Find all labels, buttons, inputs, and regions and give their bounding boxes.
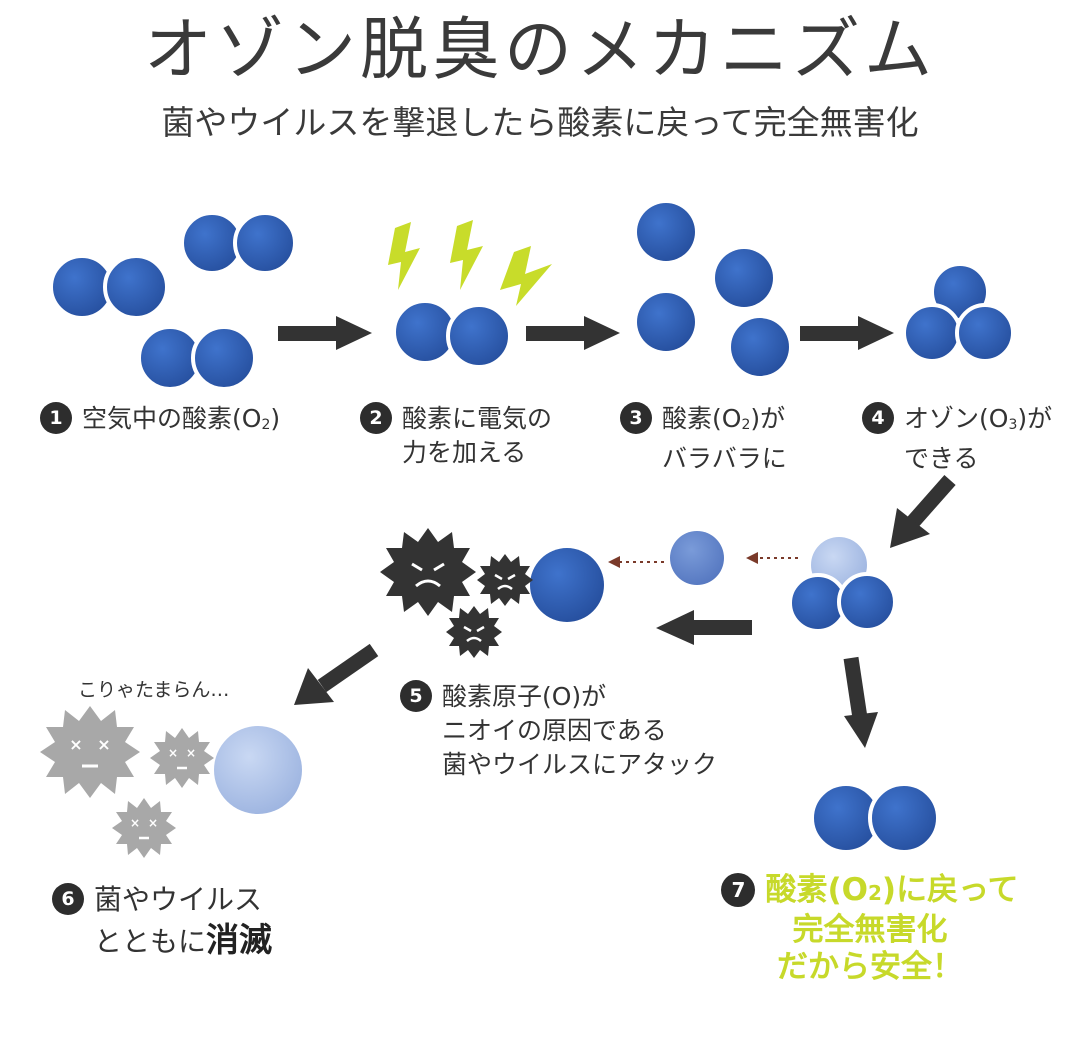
arrow-right-icon [526,316,620,350]
step-number-badge: 5 [400,680,432,712]
dead-germ-icon: × × [112,798,176,858]
arrow-right-icon [278,316,372,350]
o2-molecule [49,254,169,320]
oxygen-atom [530,548,604,622]
ozone-releasing-atom [788,537,897,633]
lightning-icon [388,220,552,306]
step3-oxygen-atoms [637,203,789,376]
svg-text:×: × [130,816,140,830]
svg-text:×: × [186,746,196,760]
arrow-right-icon [800,316,894,350]
dotted-arrow-icon [746,552,798,564]
o2-molecule [392,299,512,369]
oxygen-atom-faded [214,726,302,814]
arrow-left-icon [656,610,752,645]
step-number-badge: 6 [52,883,84,915]
ozone-molecule [902,262,1015,363]
svg-text:×: × [97,735,110,754]
page-title: オゾン脱臭のメカニズム [143,11,936,90]
step-number-badge: 3 [620,402,652,434]
o2-molecule [810,782,940,854]
arrow-down-icon [843,656,878,748]
step-number-badge: 4 [862,402,894,434]
germ-icon [380,528,476,616]
germ-speech-text: こりゃたまらん… [78,679,230,701]
arrow-down-left-icon [294,643,379,705]
oxygen-atom-moving [670,531,724,585]
germ-icon [477,554,533,606]
svg-text:×: × [69,735,82,754]
step-number-badge: 2 [360,402,392,434]
svg-text:×: × [168,746,178,760]
germ-icon [446,606,502,658]
o2-molecule [180,211,297,275]
step-number-badge: 1 [40,402,72,434]
page-subtitle: 菌やウイルスを撃退したら酸素に戻って完全無害化 [161,103,919,142]
dead-germ-icon: × × [150,728,214,788]
dotted-arrow-icon [608,556,664,568]
svg-text:×: × [148,816,158,830]
dead-germ-icon: × × [40,706,140,798]
o2-molecule [137,325,257,391]
arrow-down-left-icon [890,475,956,548]
step-number-badge: 7 [721,872,756,907]
step1-o2-molecules [49,211,297,391]
